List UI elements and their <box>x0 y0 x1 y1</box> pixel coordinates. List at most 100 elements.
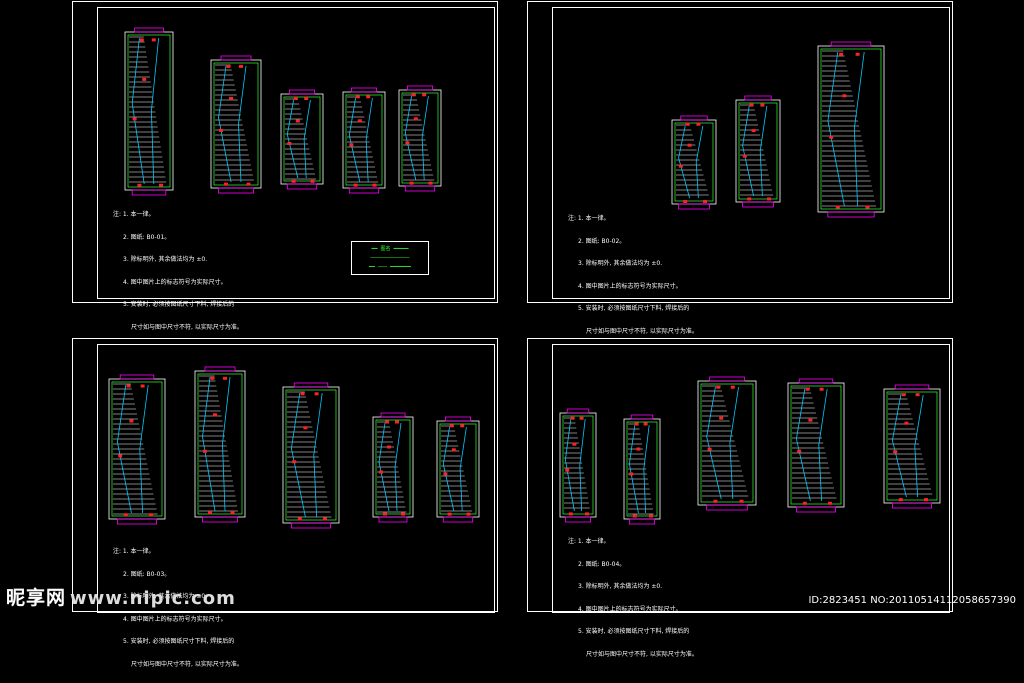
red-marker <box>224 182 228 186</box>
red-marker <box>139 38 144 42</box>
panel-outline <box>671 119 717 205</box>
dimension-bar <box>348 187 380 194</box>
red-marker <box>239 64 243 68</box>
red-marker <box>422 93 427 97</box>
inner-outline <box>345 94 383 186</box>
drawing-panel <box>398 85 442 192</box>
red-marker <box>355 95 360 99</box>
watermark-id: ID:2823451 NO:20110514112058657390 <box>808 595 1016 606</box>
red-marker <box>401 512 405 516</box>
drawing-panel <box>280 89 324 190</box>
red-marker <box>449 424 454 428</box>
red-marker <box>295 119 300 123</box>
dimension-bar <box>744 95 772 101</box>
sheet-4-notes: 注: 1. 本一律。 2. 图纸: B0-04。 3. 除标明外, 其余做法均为… <box>568 523 698 673</box>
drawing-panel <box>282 382 340 529</box>
drawing-panel <box>697 376 757 511</box>
panel-outline <box>194 370 246 518</box>
drawing-panel <box>436 416 480 523</box>
inner-outline <box>439 423 477 515</box>
drawing-panel <box>735 95 781 208</box>
inner-outline <box>375 419 411 515</box>
inner-outline <box>111 381 163 517</box>
title-block-line: ───────────── <box>370 255 410 261</box>
red-marker <box>323 517 327 521</box>
sheet-3-drawings <box>108 366 480 529</box>
drawing-sheet-2-inner-frame <box>552 7 950 299</box>
red-marker <box>447 512 452 516</box>
red-marker <box>707 447 712 451</box>
profile-line <box>131 37 145 185</box>
red-marker <box>126 384 131 388</box>
red-marker <box>696 122 701 126</box>
red-marker <box>379 470 383 474</box>
red-marker <box>405 141 410 145</box>
red-marker <box>287 142 292 145</box>
profile-line <box>564 418 575 512</box>
inner-outline <box>283 96 321 182</box>
red-marker <box>865 205 870 209</box>
red-marker <box>683 199 688 203</box>
watermark-url: www.nipic.com <box>70 588 236 609</box>
profile-line <box>442 426 455 512</box>
dimension-bar <box>204 366 236 372</box>
red-marker <box>428 181 433 185</box>
note-line: 5. 安装时, 必须按图纸尺寸下料, 焊接后的 <box>578 305 690 312</box>
red-marker <box>565 468 570 472</box>
dimension-bar <box>709 376 745 382</box>
red-marker <box>634 422 639 426</box>
profile-line <box>459 426 467 512</box>
inner-outline <box>197 373 243 515</box>
red-marker <box>149 513 153 517</box>
profile-line <box>628 424 639 514</box>
panel-outline <box>787 382 845 508</box>
drawing-sheet-1-inner-frame <box>97 7 495 299</box>
note-line: 注: 1. 本一律。 <box>568 215 610 222</box>
sheet-2-notes: 注: 1. 本一律。 2. 图纸: B0-02。 3. 除标明外, 其余做法均为… <box>568 200 698 350</box>
profile-line <box>150 37 159 185</box>
dimension-bar <box>290 522 331 529</box>
note-line: 2. 图纸: B0-02。 <box>578 237 626 245</box>
red-marker <box>132 117 137 121</box>
title-block-line: ━━ ─── ━━━━━━━ <box>368 264 412 270</box>
dimension-bar <box>795 506 836 513</box>
profile-line <box>643 424 650 514</box>
note-line: 尺寸如与图中尺寸不符, 以实际尺寸为准。 <box>131 323 243 331</box>
red-marker <box>713 499 718 503</box>
inner-outline <box>820 48 882 210</box>
dimension-bar <box>406 85 433 91</box>
panel-outline <box>697 380 757 506</box>
note-line: 注: 1. 本一律。 <box>113 211 155 218</box>
red-marker <box>118 454 123 458</box>
profile-line <box>818 388 828 502</box>
sheet-4-drawings <box>559 376 941 525</box>
red-marker <box>213 413 217 417</box>
red-marker <box>632 514 637 518</box>
drawing-sheet-1: 注: 1. 本一律。 2. 图纸: B0-01。 3. 除标明外, 其余做法均为… <box>72 1 498 331</box>
panel-outline <box>735 99 781 203</box>
drawing-panel <box>623 414 661 525</box>
red-marker <box>760 103 765 107</box>
note-line: 5. 安装时, 必须按图纸尺寸下料, 焊接后的 <box>578 628 690 635</box>
red-marker <box>223 376 227 380</box>
red-marker <box>835 205 840 209</box>
red-marker <box>304 97 309 100</box>
drawing-panel <box>124 27 174 196</box>
inner-outline <box>790 385 842 505</box>
profile-line <box>116 384 132 514</box>
title-block: ━━ 图名 ━━━━━ ───────────── ━━ ─── ━━━━━━━ <box>351 241 429 275</box>
red-marker <box>828 501 832 505</box>
red-marker <box>703 199 707 203</box>
drawing-sheet-3: 注: 1. 本一律。 2. 图纸: B0-03。 3. 除标明外, 其余做法均为… <box>72 338 498 668</box>
inner-outline <box>626 421 658 517</box>
dimension-bar <box>220 55 252 61</box>
panel-outline <box>210 59 262 189</box>
dimension-bar <box>566 408 590 414</box>
red-marker <box>451 448 456 452</box>
red-marker <box>395 420 399 424</box>
profile-line <box>891 394 907 498</box>
dimension-bar <box>830 41 872 47</box>
dimension-bar <box>293 382 329 388</box>
profile-line <box>238 65 247 183</box>
